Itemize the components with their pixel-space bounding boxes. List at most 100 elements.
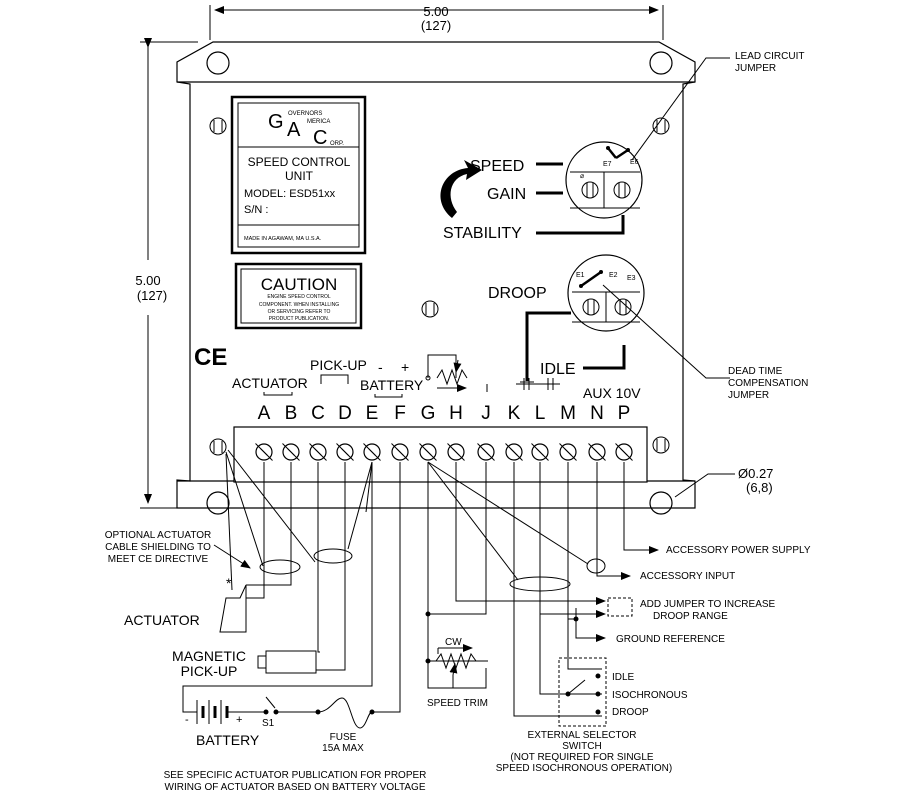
label-droop: DROOP — [488, 285, 547, 302]
caution-title: CAUTION — [261, 275, 338, 294]
add-jumper-box — [607, 597, 633, 617]
external-selector-switch-icon — [558, 657, 607, 727]
pickup-label-1: MAGNETIC — [172, 648, 246, 664]
terminal-letter-m: M — [560, 403, 576, 424]
terminal-letter-l: L — [535, 403, 546, 424]
terminal-letter-j: J — [481, 403, 491, 424]
battery-minus: - — [185, 714, 189, 726]
dead-time-label-1: DEAD TIME — [728, 366, 783, 377]
lead-circuit-label-2: JUMPER — [735, 63, 776, 74]
nameplate — [230, 95, 367, 255]
group-label-actuator: ACTUATOR — [232, 375, 308, 391]
footnote-1: SEE SPECIFIC ACTUATOR PUBLICATION FOR PR… — [164, 770, 427, 781]
logo-letter-c: C — [313, 127, 327, 149]
selector-label-2: SWITCH — [562, 741, 601, 752]
jumper-e1: E1 — [576, 272, 585, 279]
footnote-2: WIRING OF ACTUATOR BASED ON BATTERY VOLT… — [165, 782, 426, 793]
group-label-battery: BATTERY — [360, 377, 424, 393]
terminal-screw-k — [505, 443, 523, 461]
terminal-letter-b: B — [285, 403, 298, 424]
nameplate-made-in: MADE IN AGAWAM, MA U.S.A. — [244, 236, 322, 242]
speed-trim-cw: CW — [445, 637, 462, 648]
caution-line-1: ENGINE SPEED CONTROL — [267, 294, 331, 300]
nameplate-title-2: UNIT — [285, 169, 314, 183]
battery-symbol-icon — [188, 700, 375, 724]
svg-text:⌀: ⌀ — [580, 173, 584, 180]
selector-label-1: EXTERNAL SELECTOR — [528, 730, 637, 741]
logo-letter-a: A — [287, 119, 301, 141]
terminal-screw-m — [559, 443, 577, 461]
terminal-letter-e: E — [366, 403, 379, 424]
nameplate-serial: S/N : — [244, 204, 268, 216]
terminal-screw-g — [419, 443, 437, 461]
hole-diameter-mm: (6,8) — [746, 480, 773, 495]
hole-dim-leader — [674, 473, 735, 498]
fuse-label-2: 15A MAX — [322, 743, 364, 754]
terminal-screw-f — [391, 443, 409, 461]
ce-mark: CE — [194, 344, 227, 371]
lead-circuit-jumper-block: ⌀ — [565, 141, 643, 219]
dead-time-label-3: JUMPER — [728, 390, 769, 401]
pickup-label-2: PICK-UP — [181, 663, 238, 679]
jumper-e2: E2 — [609, 272, 618, 279]
shield-note-1: OPTIONAL ACTUATOR — [105, 530, 212, 541]
terminal-screw-e — [363, 443, 381, 461]
fuse-label-1: FUSE — [330, 732, 357, 743]
width-inches: 5.00 — [423, 4, 448, 19]
group-label-aux: AUX 10V — [583, 385, 641, 401]
switch-s1-label: S1 — [262, 718, 275, 729]
group-label-plus: + — [401, 359, 409, 375]
logo-small-overnors: OVERNORS — [288, 111, 322, 117]
selector-label-3: (NOT REQUIRED FOR SINGLE — [510, 752, 653, 763]
dimension-width — [209, 5, 664, 40]
label-stability: STABILITY — [443, 225, 522, 242]
group-label-minus: - — [378, 359, 383, 375]
terminal-letter-a: A — [258, 403, 271, 424]
caution-label — [234, 262, 363, 330]
dimension-height — [140, 38, 198, 509]
adjustment-leads — [536, 162, 625, 235]
terminal-screw-d — [336, 443, 354, 461]
unit-outline — [176, 41, 696, 509]
selector-droop: DROOP — [612, 707, 649, 718]
dead-time-jumper-block — [567, 254, 645, 332]
jumper-e3: E3 — [627, 275, 636, 282]
speed-trim-label: SPEED TRIM — [427, 698, 488, 709]
terminal-letter-n: N — [590, 403, 604, 424]
accessory-power-label: ACCESSORY POWER SUPPLY — [666, 545, 811, 556]
label-gain: GAIN — [487, 186, 526, 203]
hole-diameter: Ø0.27 — [738, 466, 773, 481]
speed-trim-pot-icon — [425, 611, 579, 688]
terminal-letter-g: G — [421, 403, 436, 424]
terminal-letter-h: H — [449, 403, 463, 424]
arrow-leaders — [213, 544, 659, 642]
logo-small-orp: ORP. — [330, 141, 344, 147]
width-mm: (127) — [421, 18, 451, 33]
shield-note-2: CABLE SHIELDING TO — [105, 542, 211, 553]
nameplate-title-1: SPEED CONTROL — [248, 155, 351, 169]
ground-reference-label: GROUND REFERENCE — [616, 634, 725, 645]
add-jumper-label-1: ADD JUMPER TO INCREASE — [640, 599, 776, 610]
terminal-strip — [233, 426, 648, 483]
label-speed: SPEED — [470, 158, 524, 175]
terminal-screw-l — [531, 443, 549, 461]
logo-small-merica: MERICA — [307, 119, 330, 125]
dead-time-label-2: COMPENSATION — [728, 378, 808, 389]
gac-logo: G A C OVERNORS MERICA ORP. — [268, 111, 344, 149]
droop-idle-leads — [520, 311, 626, 383]
mounting-hole-tl — [206, 51, 230, 75]
accessory-input-label: ACCESSORY INPUT — [640, 571, 735, 582]
terminal-letter-d: D — [338, 403, 352, 424]
actuator-label: ACTUATOR — [124, 612, 200, 628]
caution-line-4: PRODUCT PUBLICATION. — [269, 316, 329, 322]
terminal-letter-p: P — [618, 403, 631, 424]
magnetic-pickup-icon — [257, 650, 317, 674]
jumper-e7: E7 — [603, 161, 612, 168]
terminal-screw-h — [447, 443, 465, 461]
terminal-letter-k: K — [508, 403, 521, 424]
lead-circuit-label-1: LEAD CIRCUIT — [735, 51, 804, 62]
terminal-screw-b — [282, 443, 300, 461]
jumper-callout-lines — [602, 57, 730, 379]
